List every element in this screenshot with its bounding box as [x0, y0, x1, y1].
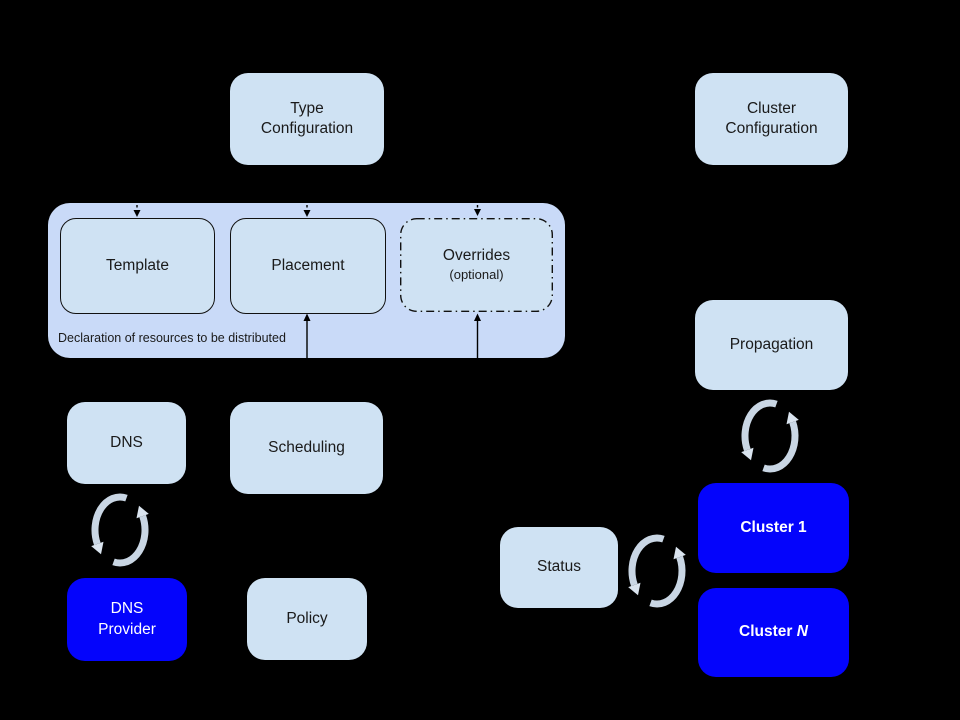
- node-status: Status: [500, 527, 618, 608]
- node-policy: Policy: [247, 578, 367, 660]
- node-cluster-1: Cluster 1: [698, 483, 849, 573]
- cluster-n-variable: N: [796, 623, 808, 641]
- cluster-n-label: Cluster: [739, 623, 793, 641]
- sync-icon: [88, 488, 152, 572]
- node-dns: DNS: [67, 402, 186, 484]
- node-cluster-n: Cluster N: [698, 588, 849, 677]
- node-dns-provider: DNS Provider: [67, 578, 187, 661]
- node-cluster-configuration: Cluster Configuration: [695, 73, 848, 165]
- node-propagation: Propagation: [695, 300, 848, 390]
- node-placement: Placement: [230, 218, 386, 314]
- overrides-label: Overrides: [442, 246, 511, 264]
- node-overrides: Overrides (optional): [400, 218, 553, 312]
- sync-icon: [738, 394, 802, 478]
- resource-declaration-caption: Declaration of resources to be distribut…: [58, 331, 286, 345]
- node-template: Template: [60, 218, 215, 314]
- sync-icon: [625, 529, 689, 613]
- node-type-configuration: Type Configuration: [230, 73, 384, 165]
- overrides-sublabel: (optional): [449, 267, 504, 283]
- node-scheduling: Scheduling: [230, 402, 383, 494]
